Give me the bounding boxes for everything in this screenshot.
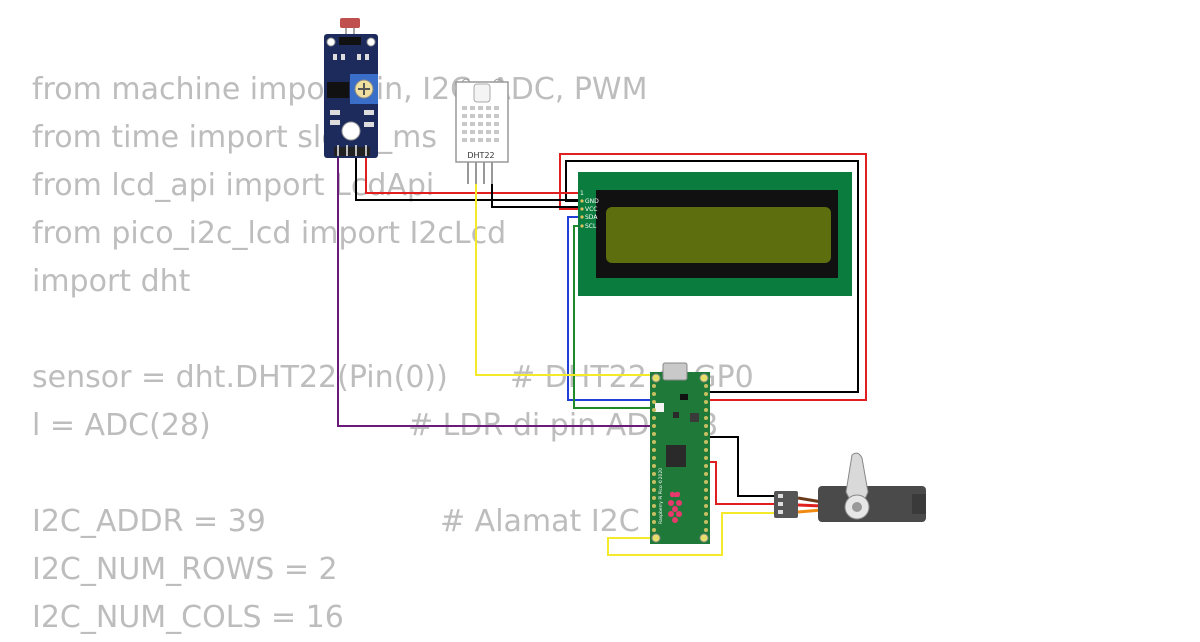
rp2040-chip xyxy=(666,445,686,467)
wire-servo-gnd[interactable] xyxy=(706,436,778,497)
code-line: l = ADC(28) xyxy=(32,408,211,443)
lcd-pin-label: SDA xyxy=(585,214,598,221)
pico-header-pins xyxy=(652,384,708,532)
dht22-sensor[interactable]: DHT22 xyxy=(455,78,509,184)
code-line: I2C_NUM_COLS = 16 xyxy=(32,600,344,635)
lcd-16x2-display[interactable]: 1 GND VCC SDA SCL xyxy=(578,172,852,296)
comparator-chip xyxy=(327,82,349,98)
wire-servo-vcc[interactable] xyxy=(706,461,778,505)
wire-servo-signal[interactable] xyxy=(607,512,778,556)
lcd-pin-label: SCL xyxy=(585,223,597,230)
raspberry-logo xyxy=(669,491,681,497)
wire-ldr-vcc[interactable] xyxy=(365,156,582,194)
dht22-vent-grid xyxy=(462,106,499,142)
code-line: I2C_ADDR = 39 xyxy=(32,504,266,539)
code-line: I2C_NUM_ROWS = 2 xyxy=(32,552,338,587)
ldr-sensor-module[interactable] xyxy=(324,18,378,158)
code-line: from machine import Pin, I2C, ADC, PWM xyxy=(32,72,648,107)
wire-lcd-vcc[interactable] xyxy=(559,153,867,401)
wire-dht-data[interactable] xyxy=(475,164,656,376)
raspberry-pi-pico[interactable]: Raspberry Pi Pico ©2020 xyxy=(650,362,710,544)
wire-ldr-adc[interactable] xyxy=(337,156,706,427)
code-comment: # Alamat I2C xyxy=(440,504,640,539)
wire-ldr-gnd[interactable] xyxy=(355,156,582,201)
wires xyxy=(337,153,867,556)
wire-lcd-sda[interactable] xyxy=(567,216,654,401)
code-line: from pico_i2c_lcd import I2cLcd xyxy=(32,216,507,251)
lcd-pin-label: VCC xyxy=(585,206,597,213)
usb-port xyxy=(662,362,688,381)
code-line: sensor = dht.DHT22(Pin(0)) xyxy=(32,360,448,395)
lcd-screen xyxy=(606,207,831,263)
servo-motor[interactable] xyxy=(774,452,926,522)
code-line: from lcd_api import LcdApi xyxy=(32,168,435,203)
servo-body xyxy=(818,486,926,522)
lcd-pin-label: 1 xyxy=(580,190,584,197)
pico-silkscreen: Raspberry Pi Pico ©2020 xyxy=(657,468,664,524)
code-line: from time import sleep_ms xyxy=(32,120,438,155)
code-line: import dht xyxy=(32,264,191,299)
lcd-pin-label: GND xyxy=(585,198,599,205)
photoresistor xyxy=(340,18,360,28)
dht22-label: DHT22 xyxy=(467,151,494,160)
servo-connector xyxy=(774,491,798,518)
